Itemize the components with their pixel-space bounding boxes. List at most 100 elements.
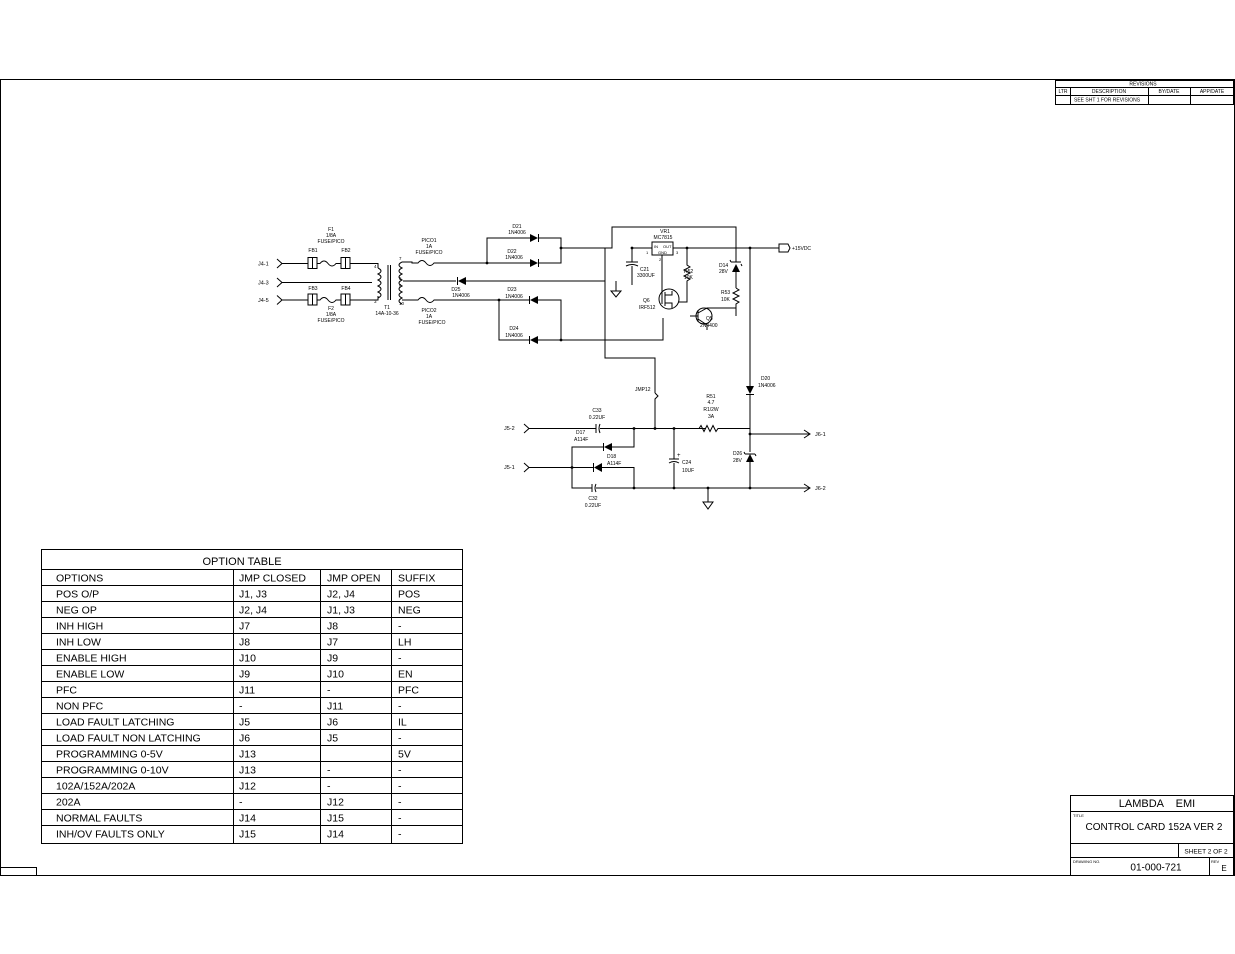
regulator-vr1: VR1 MC7815 IN OUT GND 1 3 2 +15VDC C21 3… [604, 226, 811, 434]
option-table-cell: INH/OV FAULTS ONLY [56, 829, 165, 841]
revision-letter: E [1221, 864, 1226, 873]
option-table-cell: J1, J3 [239, 589, 267, 601]
option-table-cell: J9 [239, 669, 250, 681]
t1-pin-3: 3 [374, 299, 377, 304]
sheet-number: SHEET 2 OF 2 [1184, 849, 1228, 856]
conn-j4-1: J4-1 [258, 262, 269, 268]
d17-part: A114F [574, 437, 588, 443]
fb3-ref: FB3 [308, 286, 317, 292]
q5-ref: Q5 [706, 316, 713, 322]
conn-j4-3: J4-3 [258, 281, 269, 287]
t1-ref: T1 [384, 305, 390, 311]
option-table-cell: - [327, 765, 331, 777]
option-table-cell: - [398, 701, 402, 713]
fb1-ref: FB1 [308, 248, 317, 254]
pico1-ref: PICO1 [421, 238, 436, 244]
conn-j6-2: J6-2 [815, 486, 826, 492]
option-table-cell: LOAD FAULT NON LATCHING [56, 733, 201, 745]
fb2-ref: FB2 [341, 248, 350, 254]
t1-part: 14A-10-36 [375, 311, 399, 317]
option-table-cell: J15 [239, 829, 256, 841]
option-table-cell: J13 [239, 749, 256, 761]
t1-pin-5: 5 [399, 276, 402, 281]
r52-ref: R52 [684, 269, 693, 275]
q6-ref: Q6 [643, 298, 650, 304]
d24-part: 1N4006 [505, 333, 523, 339]
option-table-cell: - [239, 701, 243, 713]
revisions-col-appdate: APP/DATE [1200, 89, 1225, 95]
option-table-cell: J6 [239, 733, 250, 745]
q5-part: 2N4400 [700, 323, 718, 329]
option-table-cell: J8 [327, 621, 338, 633]
f1-rating: 1/8A [326, 233, 337, 239]
fuse-f2-group: FB3 FB4 F2 1/8A FUSE/PICO [307, 286, 379, 324]
option-table-cell: J1, J3 [327, 605, 355, 617]
pico1-rating: 1A [426, 244, 433, 250]
d14-ref: D14 [719, 263, 728, 269]
drawing-number: 01-000-721 [1130, 863, 1182, 874]
t1-pin-6: 6 [399, 283, 402, 288]
bridge-diodes: D21 1N4006 D22 1N4006 D25 1N4006 D23 1N4… [451, 224, 664, 344]
q6-part: IRF512 [639, 305, 656, 311]
d17-ref: D17 [576, 430, 585, 436]
option-table-header-cell: JMP CLOSED [239, 573, 306, 585]
option-table-cell: INH HIGH [56, 621, 103, 633]
revisions-title: REVISIONS [1129, 82, 1157, 88]
pico2-ref: PICO2 [421, 308, 436, 314]
d24-ref: D24 [509, 326, 518, 332]
option-table-cell: J2, J4 [239, 605, 267, 617]
d26-ref: D26 [733, 451, 742, 457]
revisions-col-description: DESCRIPTION [1092, 89, 1127, 95]
d18-ref: D18 [607, 454, 616, 460]
conn-j5-1: J5-1 [504, 465, 515, 471]
option-table-header-cell: OPTIONS [56, 573, 103, 585]
option-table-cell: J10 [327, 669, 344, 681]
option-table-cell: J13 [239, 765, 256, 777]
f1-type: FUSE/PICO [318, 239, 345, 245]
c33-value: 0.22UF [589, 415, 605, 421]
company-name: LAMBDA EMI [1119, 798, 1195, 810]
option-table-cell: J5 [239, 717, 250, 729]
option-table-cell: 5V [398, 749, 411, 761]
d20-part: 1N4006 [758, 383, 776, 389]
option-table-cell: LOAD FAULT LATCHING [56, 717, 174, 729]
c33-ref: C33 [592, 408, 601, 414]
revisions-col-bydate: BY/DATE [1158, 89, 1180, 95]
option-table-cell: J5 [327, 733, 338, 745]
option-table-cell: J9 [327, 653, 338, 665]
option-table-cell: - [398, 829, 402, 841]
option-table-cell: - [327, 781, 331, 793]
transformer-t1: 7 5 6 10 4 3 T1 14A-10-36 [374, 256, 405, 317]
revisions-row-description: SEE SHT 1 FOR REVISIONS [1074, 98, 1141, 104]
d14-value: 28V [719, 269, 729, 275]
option-table-cell: - [398, 621, 402, 633]
revisions-block: REVISIONS LTR DESCRIPTION BY/DATE APP/DA… [1055, 80, 1234, 105]
option-table-title: OPTION TABLE [202, 556, 281, 568]
r53-ref: R53 [721, 290, 730, 296]
option-table-cell: NON PFC [56, 701, 104, 713]
option-table-cell: J6 [327, 717, 338, 729]
option-table-cell: ENABLE HIGH [56, 653, 127, 665]
c21-ref: C21 [640, 267, 649, 273]
f2-ref: F2 [328, 306, 334, 312]
option-table-cell: J11 [327, 701, 343, 713]
option-table-cell: J14 [239, 813, 256, 825]
d23-part: 1N4006 [505, 294, 523, 300]
t1-pin-4: 4 [374, 264, 377, 269]
option-table-cell: PROGRAMMING 0-5V [56, 749, 163, 761]
vr1-pin-1: 1 [646, 250, 649, 255]
option-table-cell: PFC [398, 685, 419, 697]
option-table-cell: J8 [239, 637, 250, 649]
vr1-part: MC7815 [654, 235, 673, 241]
option-table-cell: J7 [327, 637, 338, 649]
jumper-jmp12: JMP12 [635, 387, 659, 429]
option-table-cell: - [398, 653, 402, 665]
schematic: J4-1 J4-3 J4-5 F1 1/8A FUSE/PICO FB1 FB2 [258, 224, 826, 510]
fb4-ref: FB4 [341, 286, 350, 292]
jmp12-ref: JMP12 [635, 387, 651, 393]
option-table-cell: PFC [56, 685, 77, 697]
option-table-header-cell: JMP OPEN [327, 573, 380, 585]
option-table-cell: EN [398, 669, 413, 681]
